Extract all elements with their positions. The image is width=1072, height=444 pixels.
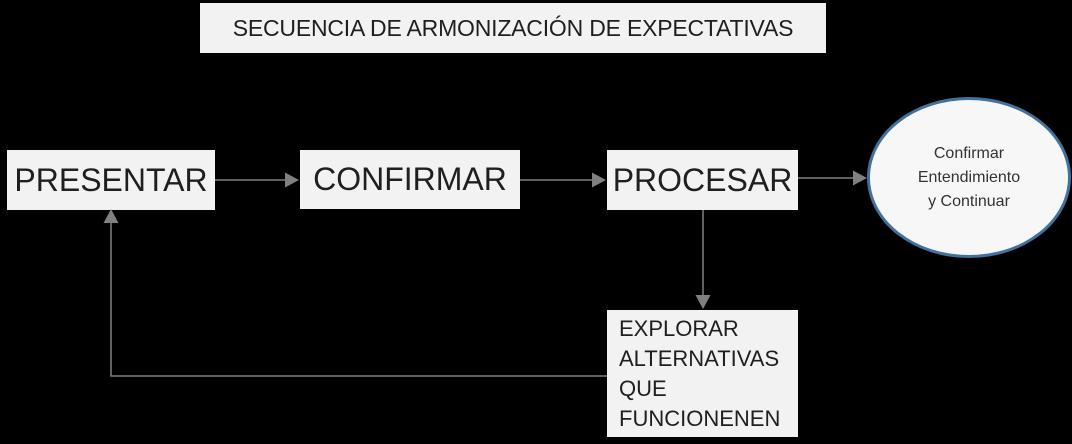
node-resultado-line: Entendimiento (917, 168, 1021, 186)
node-procesar: PROCESAR (607, 150, 798, 210)
arrow-procesar-to-resultado (798, 170, 867, 186)
node-explorar-line: ALTERNATIVAS (619, 345, 780, 371)
node-explorar-line: QUE (619, 375, 667, 401)
node-explorar: EXPLORAR ALTERNATIVAS QUE FUNCIONENEN (607, 310, 798, 437)
node-presentar-label: PRESENTAR (14, 161, 208, 198)
node-procesar-label: PROCESAR (612, 161, 793, 198)
arrow-confirmar-to-procesar (520, 172, 606, 188)
arrow-procesar-to-explorar (695, 210, 711, 309)
node-resultado-line: y Continuar (928, 192, 1010, 210)
diagram-title-text: SECUENCIA DE ARMONIZACIÓN DE EXPECTATIVA… (232, 14, 794, 41)
node-confirmar-label: CONFIRMAR (313, 161, 507, 197)
node-resultado-line: Confirmar (933, 144, 1005, 162)
diagram-title-box: SECUENCIA DE ARMONIZACIÓN DE EXPECTATIVA… (200, 3, 826, 53)
node-explorar-line: EXPLORAR (619, 315, 739, 341)
node-explorar-line: FUNCIONENEN (619, 405, 781, 431)
node-resultado-ellipse: Confirmar Entendimiento y Continuar (867, 97, 1071, 258)
node-confirmar: CONFIRMAR (300, 150, 520, 209)
node-presentar: PRESENTAR (7, 150, 215, 210)
arrow-presentar-to-confirmar (215, 172, 299, 188)
arrow-explorar-to-presentar (103, 209, 607, 377)
